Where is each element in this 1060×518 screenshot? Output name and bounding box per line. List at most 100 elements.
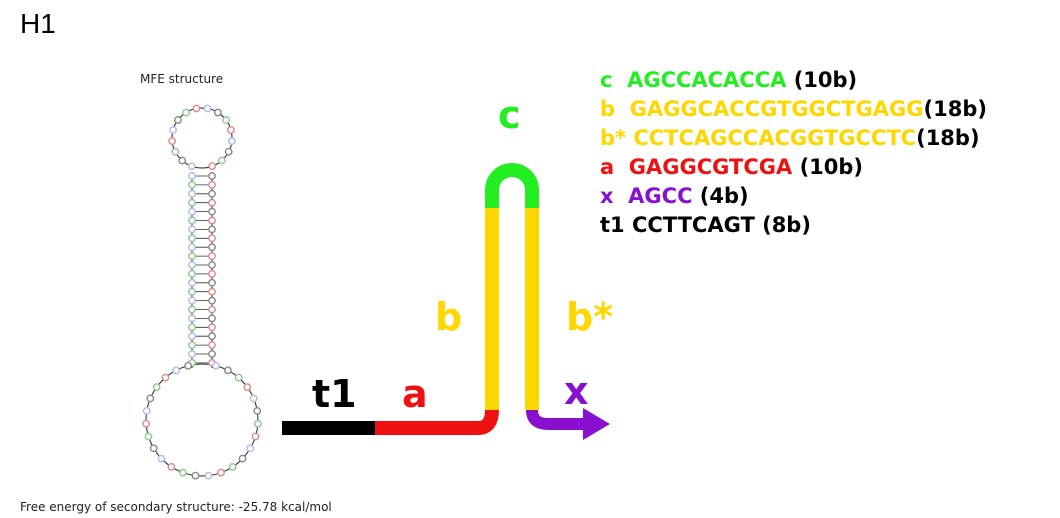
nucleotide-dot — [208, 172, 216, 180]
nucleotide-dot — [217, 156, 226, 165]
nucleotide-dot — [224, 366, 232, 375]
nucleotide-dot — [234, 373, 243, 382]
nucleotide-dot — [188, 225, 196, 234]
nucleotide-dot — [208, 341, 216, 349]
label-a: a — [402, 372, 428, 416]
nucleotide-dot — [187, 162, 196, 171]
nucleotide-dot — [208, 287, 216, 296]
segment-c — [485, 163, 539, 208]
legend-sequence: GAGGCGTCGA — [628, 155, 793, 179]
nucleotide-dot — [184, 361, 193, 370]
nucleotide-dot — [228, 462, 237, 471]
nucleotide-dot — [161, 373, 170, 382]
nucleotide-dot — [188, 287, 196, 296]
nucleotide-dot — [188, 198, 196, 207]
nucleotide-dot — [188, 296, 196, 305]
nucleotide-dot — [188, 269, 196, 278]
legend-sequence: CCTCAGCCACGGTGCCTC — [633, 126, 917, 150]
nucleotide-dot — [188, 314, 196, 323]
nucleotide-dot — [208, 305, 216, 314]
legend-row-b-star: b* CCTCAGCCACGGTGCCTC(18b) — [600, 124, 987, 153]
nucleotide-dot — [208, 314, 216, 323]
legend-sequence: CCTTCAGT — [631, 213, 755, 237]
nucleotide-dot — [208, 180, 216, 189]
label-b-star: b* — [566, 295, 613, 339]
nucleotide-dot — [204, 471, 213, 480]
nucleotide-dot — [188, 323, 196, 332]
nucleotide-dot — [157, 454, 166, 463]
nucleotide-dot — [174, 116, 182, 124]
nucleotide-dot — [203, 104, 212, 113]
nucleotide-dot — [146, 394, 155, 403]
mfe-nucleotides — [142, 104, 262, 480]
nucleotide-dot — [217, 468, 225, 477]
nucleotide-dot — [208, 278, 216, 287]
label-b: b — [435, 295, 462, 339]
nucleotide-dot — [188, 172, 196, 180]
legend-label: b — [600, 97, 616, 121]
legend-length: (18b) — [916, 126, 980, 150]
page-title: H1 — [20, 8, 56, 39]
nucleotide-dot — [208, 269, 216, 278]
legend-label: b* — [600, 126, 627, 150]
nucleotide-dot — [208, 243, 216, 252]
nucleotide-dot — [208, 332, 216, 341]
legend-sequence: AGCCACACCA — [627, 68, 787, 92]
nucleotide-dot — [208, 261, 216, 269]
nucleotide-dot — [149, 444, 158, 453]
nucleotide-dot — [249, 394, 258, 403]
legend-label: c — [600, 68, 613, 92]
legend-sequence: AGCC — [628, 184, 693, 208]
nucleotide-dot — [178, 156, 187, 165]
nucleotide-dot — [188, 341, 196, 349]
nucleotide-dot — [224, 147, 233, 156]
nucleotide-dot — [188, 243, 196, 252]
nucleotide-dot — [208, 225, 216, 234]
legend-label: a — [600, 155, 615, 179]
nucleotide-dot — [208, 350, 216, 358]
nucleotide-dot — [208, 234, 216, 243]
arrowhead-icon — [583, 408, 610, 440]
legend-length: (4b) — [692, 184, 749, 208]
nucleotide-dot — [188, 189, 196, 198]
nucleotide-dot — [188, 216, 196, 225]
nucleotide-dot — [188, 180, 196, 189]
nucleotide-dot — [238, 454, 247, 463]
nucleotide-dot — [208, 252, 216, 261]
nucleotide-dot — [222, 116, 230, 124]
nucleotide-dot — [227, 137, 236, 146]
nucleotide-dot — [213, 108, 222, 117]
legend-length: (10b) — [792, 155, 864, 179]
nucleotide-dot — [142, 419, 151, 428]
nucleotide-dot — [188, 261, 196, 269]
nucleotide-dot — [211, 361, 220, 370]
legend-row-x: x AGCC (4b) — [600, 182, 987, 211]
legend-length: (18b) — [923, 97, 987, 121]
nucleotide-dot — [167, 462, 176, 471]
nucleotide-dot — [208, 323, 216, 332]
nucleotide-dot — [142, 406, 151, 415]
mfe-structure-plot — [142, 104, 262, 480]
nucleotide-dot — [208, 296, 216, 305]
nucleotide-dot — [191, 471, 200, 480]
nucleotide-dot — [208, 162, 217, 171]
legend-length: (10b) — [786, 68, 858, 92]
mfe-structure-title: MFE structure — [140, 72, 224, 86]
legend-row-c: c AGCCACACCA (10b) — [600, 66, 987, 95]
label-c: c — [498, 93, 521, 137]
nucleotide-dot — [188, 207, 196, 216]
legend-sequence: GAGGCACCGTGGCTGAGG — [629, 97, 924, 121]
nucleotide-dot — [208, 216, 216, 225]
legend-label: t1 — [600, 213, 625, 237]
legend-label: x — [600, 184, 614, 208]
nucleotide-dot — [172, 366, 180, 375]
nucleotide-dot — [188, 278, 196, 287]
nucleotide-dot — [208, 189, 216, 198]
nucleotide-dot — [243, 383, 252, 392]
nucleotide-dot — [188, 234, 196, 243]
nucleotide-dot — [192, 104, 201, 113]
nucleotide-dot — [169, 126, 177, 134]
nucleotide-dot — [182, 108, 191, 117]
nucleotide-dot — [246, 444, 255, 453]
